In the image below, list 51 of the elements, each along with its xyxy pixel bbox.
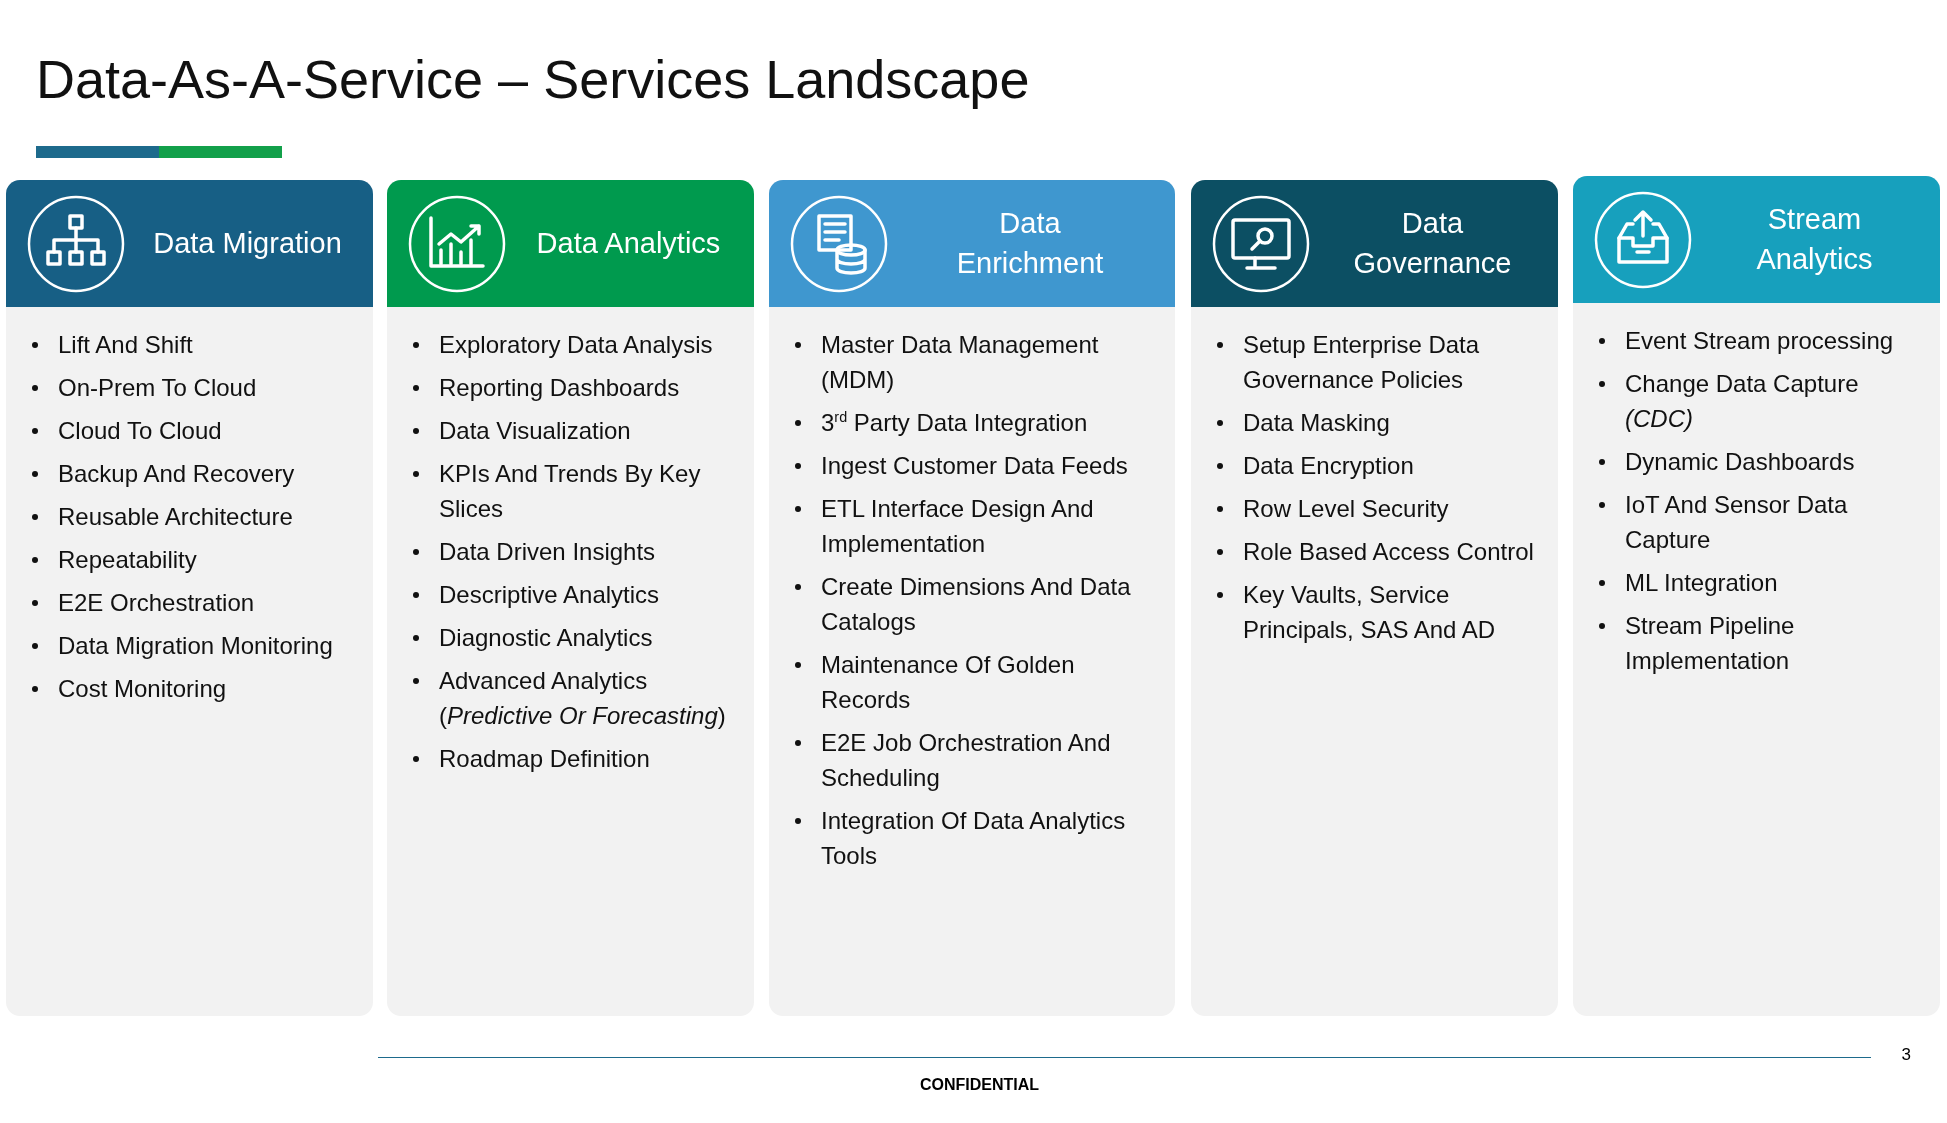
- bullet-item: Setup Enterprise Data Governance Policies: [1215, 327, 1536, 397]
- bullet-item: Dynamic Dashboards: [1597, 444, 1918, 479]
- bullet-item: Data Masking: [1215, 405, 1536, 440]
- bullet-item: Key Vaults, Service Principals, SAS And AD: [1215, 577, 1536, 647]
- bullet-item: Change Data Capture (CDC): [1597, 366, 1918, 436]
- bullet-item: Master Data Management (MDM): [793, 327, 1153, 397]
- bullet-item: Row Level Security: [1215, 491, 1536, 526]
- bullet-item: Backup And Recovery: [30, 456, 351, 491]
- bullet-item: ML Integration: [1597, 565, 1918, 600]
- bullet-item: Roadmap Definition: [411, 741, 732, 776]
- page-title: Data-As-A-Service – Services Landscape: [36, 48, 1030, 110]
- bullet-item: Ingest Customer Data Feeds: [793, 448, 1153, 483]
- bullet-item: ETL Interface Design And Implementation: [793, 491, 1153, 561]
- bullet-item: IoT And Sensor Data Capture: [1597, 487, 1918, 557]
- service-column-card: [387, 180, 754, 1016]
- bullet-item: Diagnostic Analytics: [411, 620, 732, 655]
- bullet-item: Role Based Access Control: [1215, 534, 1536, 569]
- service-column-card: [1191, 180, 1558, 1016]
- service-column-card: [769, 180, 1175, 1016]
- bullet-item: Lift And Shift: [30, 327, 351, 362]
- bullet-item: On-Prem To Cloud: [30, 370, 351, 405]
- bullet-item: Reusable Architecture: [30, 499, 351, 534]
- column-title: Stream Analytics: [1755, 202, 1874, 277]
- bullet-item: 3$^{rd}$ Party Data Integration: [793, 405, 1153, 440]
- bullet-item: Cost Monitoring: [30, 671, 351, 706]
- column-title: Data Enrichment: [955, 206, 1105, 281]
- bullet-item: Stream Pipeline Implementation: [1597, 608, 1918, 678]
- bullet-item: E2E Orchestration: [30, 585, 351, 620]
- bullet-item: Maintenance Of Golden Records: [793, 647, 1153, 717]
- page-number: 3: [1901, 1045, 1911, 1065]
- bullet-item: Event Stream processing: [1597, 323, 1918, 358]
- bullet-item: Integration Of Data Analytics Tools: [793, 803, 1153, 873]
- service-column-card: [6, 180, 373, 1016]
- bullet-item: Data Migration Monitoring: [30, 628, 351, 663]
- bullet-item: KPIs And Trends By Key Slices: [411, 456, 732, 526]
- bullet-item: E2E Job Orchestration And Scheduling: [793, 725, 1153, 795]
- bullet-item: Reporting Dashboards: [411, 370, 732, 405]
- bullet-item: Descriptive Analytics: [411, 577, 732, 612]
- bullet-item: Data Visualization: [411, 413, 732, 448]
- bullet-item: Advanced Analytics (Predictive Or Forecasting): [411, 663, 732, 733]
- column-title: Data Governance: [1352, 206, 1513, 281]
- bullet-item: Exploratory Data Analysis: [411, 327, 732, 362]
- bullet-item: Data Driven Insights: [411, 534, 732, 569]
- column-title: Data Analytics: [535, 225, 722, 261]
- column-title: Data Migration: [152, 225, 343, 261]
- service-column-card: [1573, 176, 1940, 1016]
- bullet-item: Create Dimensions And Data Catalogs: [793, 569, 1153, 639]
- bullet-item: Repeatability: [30, 542, 351, 577]
- bullet-item: Data Encryption: [1215, 448, 1536, 483]
- bullet-item: Cloud To Cloud: [30, 413, 351, 448]
- footer-note: CONFIDENTIAL: [920, 1076, 1040, 1094]
